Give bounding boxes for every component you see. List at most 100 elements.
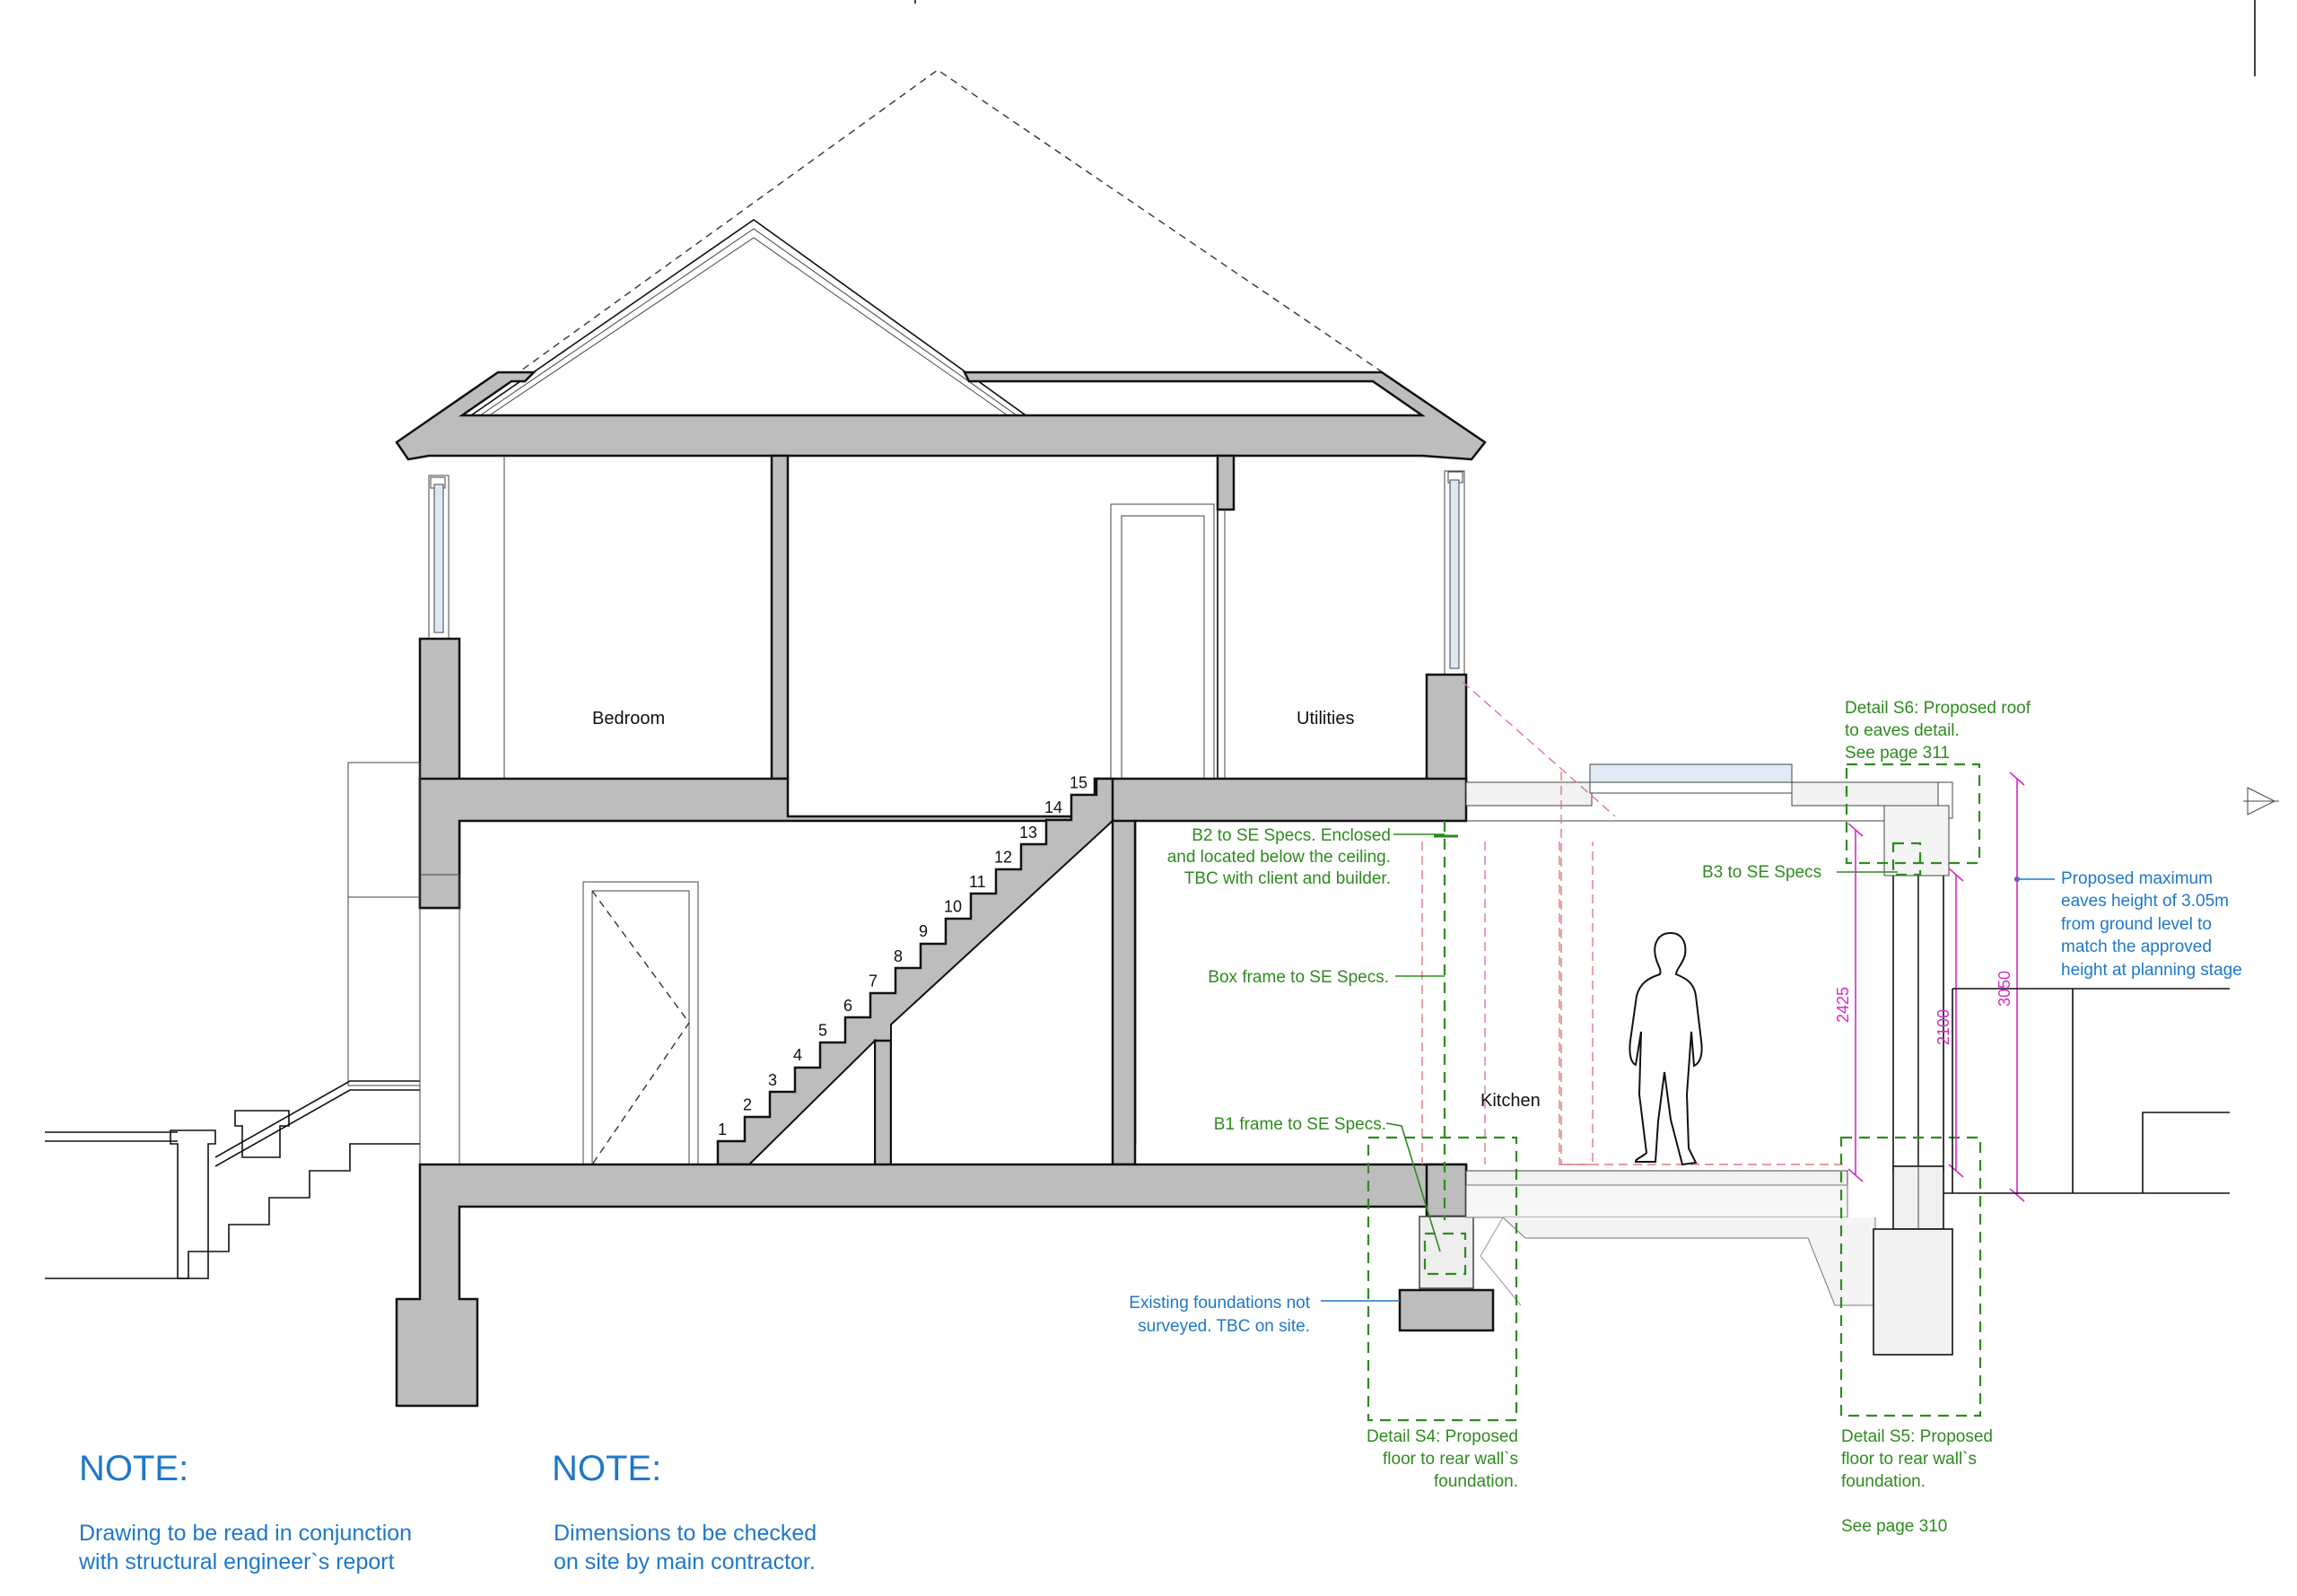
external-steps (45, 1143, 420, 1279)
extension-rear-wall (1892, 874, 1919, 1172)
stair-flight (716, 777, 1114, 1166)
stair-step-number: 3 (768, 1071, 777, 1089)
stair-step-number: 13 (1019, 824, 1037, 842)
detail-s5-line-1: Detail S5: Proposed (1841, 1427, 1993, 1446)
note-2-line-1: Dimensions to be checked (554, 1521, 817, 1546)
left-ground-floor-wall (419, 874, 460, 1167)
note-2-line-2: on site by main contractor. (554, 1549, 816, 1574)
detail-s6-line-2: to eaves detail. (1845, 721, 1960, 740)
bedroom-partition-wall (770, 454, 790, 781)
stair-step-number: 2 (743, 1095, 752, 1113)
roof-rafters-inner (470, 228, 1033, 427)
extension-ground-beam (1502, 1217, 1876, 1306)
rooflight (1589, 763, 1793, 783)
detail-s4-line-1: Detail S4: Proposed (1367, 1427, 1518, 1446)
left-upper-window-glass (433, 484, 444, 633)
room-label-kitchen: Kitchen (1480, 1091, 1541, 1111)
existing-extension-outline (1462, 681, 1616, 817)
dimension-2100: 2100 (1935, 1009, 1952, 1045)
eaves-note-line-2: eaves height of 3.05m (2061, 892, 2229, 911)
ground-floor-door-swing (591, 890, 690, 1165)
eaves-note-line-3: from ground level to (2061, 915, 2212, 934)
note-1-heading: NOTE: (79, 1449, 188, 1488)
dim-2425-tick-bottom (1847, 1168, 1864, 1182)
rear-wall-pier (1425, 1163, 1468, 1218)
dimension-3050: 3050 (1996, 971, 2013, 1007)
b3-beam-marker (1891, 842, 1922, 876)
existing-foundations-line-1: Existing foundations not (1129, 1294, 1310, 1313)
stair-step-number: 4 (793, 1046, 802, 1064)
stair-step-number: 9 (919, 922, 928, 940)
room-label-utilities: Utilities (1297, 709, 1354, 728)
dimension-2425: 2425 (1834, 987, 1852, 1023)
eaves-note-line-4: match the approved (2061, 938, 2212, 956)
b2-line-3: TBC with client and builder. (1184, 869, 1391, 888)
right-first-floor-wall (1425, 673, 1468, 791)
roof-slab (395, 371, 1487, 461)
detail-s4-line-2: floor to rear wall`s (1383, 1450, 1518, 1469)
stair-step-number: 11 (969, 873, 986, 891)
dim-3050-tick-top (2009, 772, 2025, 786)
stair-step-number: 15 (1070, 774, 1087, 792)
garden-rail (214, 1080, 420, 1167)
extension-strip-foundation (1873, 1228, 1953, 1356)
ground-floor-door (582, 881, 699, 1165)
existing-side-structure-lower (347, 896, 421, 1086)
dim-2100-tick-top (1948, 868, 1964, 882)
detail-s5-line-3: foundation. (1841, 1472, 1926, 1491)
upstairs-door (1110, 503, 1215, 780)
ground-floor-slab (395, 1163, 1468, 1408)
detail-s5-box (1839, 1136, 1982, 1417)
stair-step-number: 7 (869, 972, 878, 990)
under-stair-partition (873, 1039, 893, 1168)
stair-support-wall (1111, 819, 1137, 1166)
extension-ground-beam-left (1480, 1217, 1522, 1306)
stair-step-number: 5 (818, 1022, 827, 1040)
note-1-line-2: with structural engineer`s report (78, 1549, 395, 1574)
roof-rafters (461, 219, 1042, 427)
rooflight-frame (1589, 781, 1793, 794)
stair-step-number: 8 (894, 947, 903, 965)
north-arrow-icon (2243, 787, 2279, 815)
existing-side-structure (347, 762, 421, 898)
existing-foundation-footing (1398, 1288, 1495, 1332)
right-upper-window-glass (1449, 479, 1460, 669)
stair-step-number: 12 (994, 848, 1012, 866)
b2-line-2: and located below the ceiling. (1167, 848, 1391, 867)
dim-2100-tick-bottom (1948, 1164, 1964, 1178)
extension-floor-build-up (1465, 1170, 1848, 1186)
ground-floor-door-leaf (591, 890, 690, 1165)
extension-floor-slab (1465, 1184, 1848, 1218)
extension-roof-build-up (1791, 781, 1950, 807)
room-label-bedroom: Bedroom (592, 709, 665, 728)
dim-2425-tick-top (1847, 823, 1864, 837)
eaves-note-line-1: Proposed maximum (2061, 869, 2213, 888)
human-scale-figure (1629, 931, 1703, 1166)
detail-s5-line-2: floor to rear wall`s (1841, 1450, 1977, 1469)
detail-s6-line-3: See page 311 (1845, 744, 1950, 763)
stair-step-number: 1 (718, 1121, 727, 1138)
box-frame-label: Box frame to SE Specs. (1208, 968, 1389, 987)
detail-s6-box (1845, 763, 1981, 865)
note-2-heading: NOTE: (552, 1449, 661, 1488)
existing-extension-outline-5 (1559, 842, 1594, 1165)
existing-foundations-line-2: surveyed. TBC on site. (1138, 1317, 1310, 1336)
extension-roof-deck (1465, 781, 1593, 807)
detail-s4-line-3: foundation. (1434, 1472, 1518, 1491)
neighbour-boundary-wall (1952, 988, 2230, 1193)
garden-pier (170, 1129, 216, 1279)
detail-s4-box (1367, 1136, 1518, 1422)
under-stair-void (747, 1038, 876, 1165)
b1-label: B1 frame to SE Specs. (1214, 1115, 1386, 1134)
dim-3050-tick-bottom (2009, 1188, 2025, 1202)
stair-step-number: 6 (843, 997, 852, 1015)
existing-roof-dashed-outline (502, 69, 1401, 385)
stair-step-number: 10 (944, 898, 962, 916)
neighbour-outbuilding (2142, 1112, 2230, 1193)
see-page-310: See page 310 (1841, 1517, 1947, 1536)
roof-rafters-inner-2 (479, 237, 1024, 427)
stair-step-number: 14 (1044, 798, 1062, 816)
